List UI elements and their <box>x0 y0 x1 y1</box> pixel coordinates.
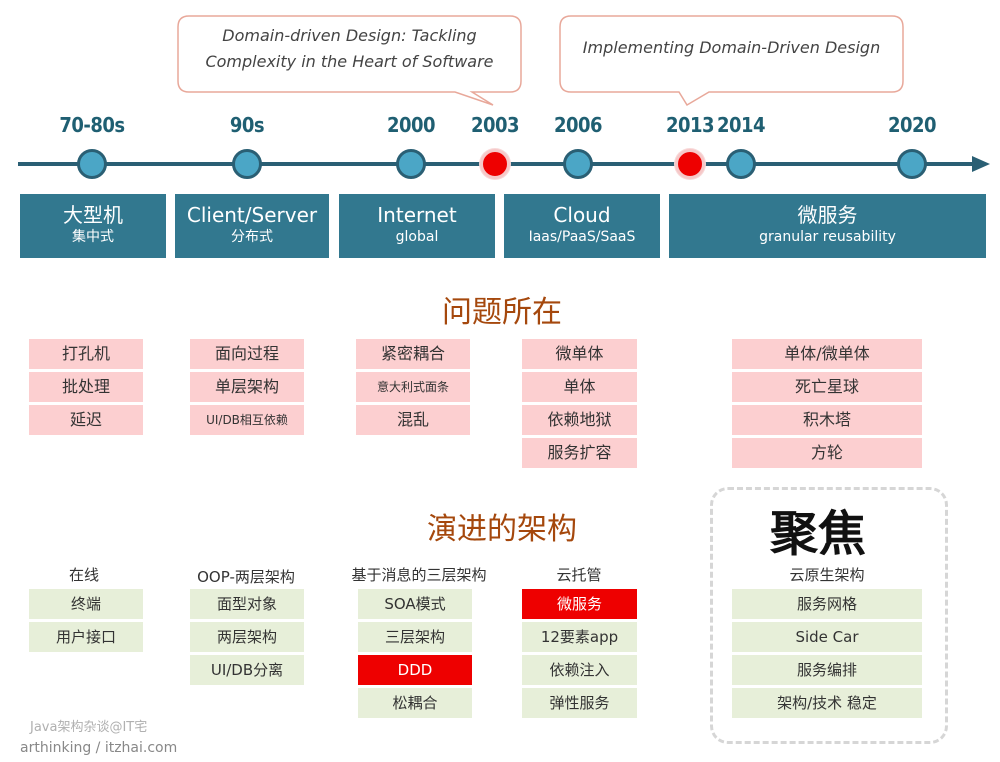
watermark-author: Java架构杂谈@IT宅 <box>30 720 148 735</box>
era-title: Cloud <box>553 203 611 227</box>
timeline-dot <box>232 149 262 179</box>
callout-ddd-book: Domain-driven Design: Tackling Complexit… <box>177 15 522 107</box>
era-microservices: 微服务 granular reusability <box>669 194 986 258</box>
evolution-item: 依赖注入 <box>522 655 637 685</box>
era-cloud: Cloud Iaas/PaaS/SaaS <box>504 194 660 258</box>
problem-item: 微单体 <box>522 339 637 369</box>
problem-item: UI/DB相互依赖 <box>190 405 304 435</box>
era-mainframe: 大型机 集中式 <box>20 194 166 258</box>
evolution-item: 三层架构 <box>358 622 472 652</box>
problem-item: 批处理 <box>29 372 143 402</box>
evolution-item: 用户接口 <box>29 622 143 652</box>
problem-item: 单层架构 <box>190 372 304 402</box>
era-title: 微服务 <box>797 203 858 227</box>
problem-item: 意大利式面条 <box>356 372 470 402</box>
era-title: Internet <box>377 203 457 227</box>
era-title: 大型机 <box>63 203 123 227</box>
evolution-column-title: OOP-两层架构 <box>197 568 295 586</box>
problem-item: 方轮 <box>732 438 922 468</box>
evolution-column-title: 基于消息的三层架构 <box>351 566 487 584</box>
year-label: 2003 <box>470 113 520 137</box>
problems-heading: 问题所在 <box>442 295 562 330</box>
timeline-arrow-icon <box>972 156 990 172</box>
problem-item: 混乱 <box>356 405 470 435</box>
problem-item: 单体/微单体 <box>732 339 922 369</box>
evolution-item: 服务编排 <box>732 655 922 685</box>
evolution-item: 面型对象 <box>190 589 304 619</box>
year-label: 2013 <box>665 113 715 137</box>
timeline-dot <box>396 149 426 179</box>
timeline-dot-highlight <box>675 149 705 179</box>
evolution-column-title: 云托管 <box>556 566 602 584</box>
timeline-dot <box>897 149 927 179</box>
evolution-item-highlight: DDD <box>358 655 472 685</box>
evolution-item: 弹性服务 <box>522 688 637 718</box>
evolution-item: UI/DB分离 <box>190 655 304 685</box>
year-label: 2000 <box>386 113 436 137</box>
problem-item: 死亡星球 <box>732 372 922 402</box>
problem-item: 打孔机 <box>29 339 143 369</box>
era-subtitle: 分布式 <box>231 229 273 245</box>
year-label: 70-80s <box>59 113 125 137</box>
evolution-item: 两层架构 <box>190 622 304 652</box>
year-label: 90s <box>229 113 265 137</box>
problem-item: 单体 <box>522 372 637 402</box>
timeline-dot <box>726 149 756 179</box>
timeline-dot-highlight <box>480 149 510 179</box>
problem-item: 积木塔 <box>732 405 922 435</box>
focus-dashed-box <box>710 487 948 744</box>
callout-bubble-shape <box>177 15 522 106</box>
callout-iddd-book: Implementing Domain-Driven Design <box>559 15 904 107</box>
timeline-dot <box>563 149 593 179</box>
problem-item: 延迟 <box>29 405 143 435</box>
problem-item: 面向过程 <box>190 339 304 369</box>
evolution-column-title: 云原生架构 <box>789 566 865 584</box>
problem-item: 紧密耦合 <box>356 339 470 369</box>
era-internet: Internet global <box>339 194 495 258</box>
evolution-item: 12要素app <box>522 622 637 652</box>
year-label: 2014 <box>716 113 766 137</box>
evolution-item: Side Car <box>732 622 922 652</box>
evolution-item: 服务网格 <box>732 589 922 619</box>
era-subtitle: granular reusability <box>759 229 896 245</box>
timeline-dot <box>77 149 107 179</box>
callout-iddd-line1: Implementing Domain-Driven Design <box>582 38 881 57</box>
callout-bubble-shape <box>559 15 904 107</box>
evolution-item: 架构/技术 稳定 <box>732 688 922 718</box>
era-title: Client/Server <box>186 203 318 227</box>
year-label: 2020 <box>887 113 937 137</box>
era-client-server: Client/Server 分布式 <box>175 194 329 258</box>
evolution-item: SOA模式 <box>358 589 472 619</box>
era-subtitle: 集中式 <box>72 229 114 245</box>
callout-ddd-line2: Complexity in the Heart of Software <box>205 52 494 71</box>
evolution-item: 终端 <box>29 589 143 619</box>
era-subtitle: global <box>395 229 439 245</box>
era-subtitle: Iaas/PaaS/SaaS <box>528 229 636 245</box>
problem-item: 服务扩容 <box>522 438 637 468</box>
watermark-site: arthinking / itzhai.com <box>20 740 178 756</box>
problem-item: 依赖地狱 <box>522 405 637 435</box>
evolution-heading: 演进的架构 <box>427 512 577 547</box>
evolution-item-highlight: 微服务 <box>522 589 637 619</box>
focus-heading: 聚焦 <box>769 506 867 562</box>
year-label: 2006 <box>553 113 603 137</box>
evolution-item: 松耦合 <box>358 688 472 718</box>
callout-ddd-line1: Domain-driven Design: Tackling <box>222 26 477 45</box>
evolution-column-title: 在线 <box>68 566 100 584</box>
